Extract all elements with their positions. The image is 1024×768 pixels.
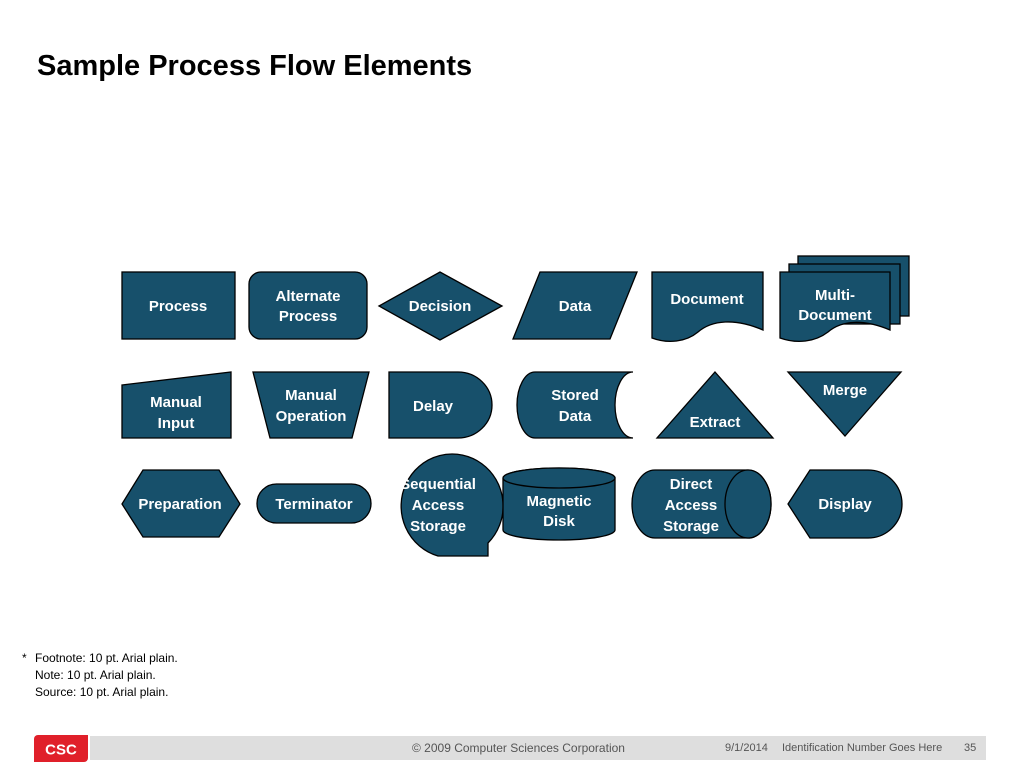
process-label-line-1: Process [149, 298, 207, 315]
footer-bar [90, 736, 986, 760]
stored-data-label-line-1: Stored [551, 387, 599, 404]
data-label-line-1: Data [559, 298, 592, 315]
direct-access-storage-label-line-1: Direct [670, 476, 713, 493]
delay-label-line-1: Delay [413, 398, 454, 415]
multi-document-label: Multi- Document [798, 287, 871, 324]
process-label: Process [149, 298, 207, 315]
source-text: Source: 10 pt. Arial plain. [35, 685, 169, 699]
data-label: Data [559, 298, 592, 315]
data-shape: Data [512, 271, 638, 340]
document-label-line-1: Document [670, 291, 743, 308]
slide-title: Sample Process Flow Elements [37, 50, 473, 82]
sequential-access-storage-label-line-3: Storage [410, 518, 466, 535]
preparation-label: Preparation [138, 496, 221, 513]
manual-operation-label-line-2: Operation [276, 408, 347, 425]
extract-label-line-1: Extract [690, 414, 741, 431]
note-text: Note: 10 pt. Arial plain. [35, 668, 156, 682]
sequential-access-storage-label-line-2: Access [412, 497, 465, 514]
footnote-marker: * [22, 651, 27, 665]
decision-shape: Decision [377, 271, 504, 341]
stored-data-label-line-2: Data [559, 408, 592, 425]
delay-label: Delay [413, 398, 454, 415]
display-label-line-1: Display [818, 496, 872, 513]
page-number: 35 [964, 742, 977, 754]
display-label: Display [818, 496, 872, 513]
display-shape: Display [787, 469, 903, 539]
multi-document-shape: Multi- Document [779, 255, 910, 343]
magnetic-disk-label-line-1: Magnetic [526, 493, 591, 510]
manual-operation-label-line-1: Manual [285, 387, 337, 404]
terminator-label-line-1: Terminator [275, 496, 352, 513]
document-label: Document [670, 291, 743, 308]
merge-label-line-1: Merge [823, 382, 867, 399]
footer-date: 9/1/2014 [725, 742, 768, 754]
decision-label: Decision [409, 298, 472, 315]
process-shape: Process [121, 271, 236, 340]
alternate-process-label-line-1: Alternate [275, 288, 340, 305]
extract-shape: Extract [655, 371, 775, 439]
copyright-text: © 2009 Computer Sciences Corporation [412, 741, 625, 755]
preparation-shape: Preparation [121, 469, 241, 538]
alternate-process-label-line-2: Process [279, 308, 337, 325]
extract-label: Extract [690, 414, 741, 431]
direct-access-storage-label-line-3: Storage [663, 518, 719, 535]
decision-label-line-1: Decision [409, 298, 472, 315]
delay-shape: Delay [388, 371, 493, 439]
magnetic-disk-label-line-2: Disk [543, 513, 575, 530]
multi-document-label-line-1: Multi- [815, 287, 855, 304]
csc-logo: CSC [34, 735, 88, 762]
merge-label: Merge [823, 382, 867, 399]
manual-input-label-line-1: Manual [150, 394, 202, 411]
merge-shape: Merge [786, 371, 903, 437]
manual-input-label-line-2: Input [158, 415, 195, 432]
sequential-access-storage-label-line-1: Sequential [400, 476, 476, 493]
footnote-text: Footnote: 10 pt. Arial plain. [35, 651, 178, 665]
identification-number: Identification Number Goes Here [782, 742, 943, 754]
multi-document-label-line-2: Document [798, 307, 871, 324]
footnotes: * Footnote: 10 pt. Arial plain. Note: 10… [22, 650, 178, 701]
preparation-label-line-1: Preparation [138, 496, 221, 513]
terminator-label: Terminator [275, 496, 352, 513]
terminator-shape: Terminator [256, 483, 372, 524]
direct-access-storage-label-line-2: Access [665, 497, 718, 514]
csc-logo-text: CSC [45, 742, 77, 759]
document-shape: Document [651, 271, 764, 343]
